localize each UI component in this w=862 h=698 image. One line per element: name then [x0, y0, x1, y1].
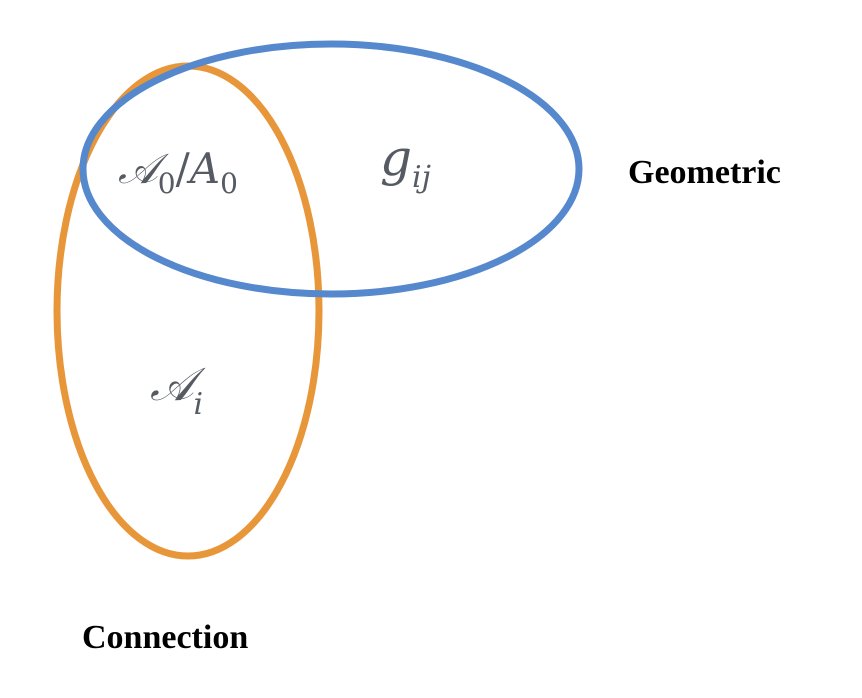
metric-g-subscript: ij	[412, 160, 431, 195]
connection-set-label: Connection	[82, 619, 248, 656]
geometric-set-label: Geometric	[628, 154, 781, 191]
intersection-label: 𝒜0/A0	[118, 144, 238, 200]
connection-region-label: 𝒜i	[150, 357, 206, 422]
intersection-plain-a-subscript: 0	[220, 167, 238, 200]
intersection-plain-a: A	[186, 144, 220, 193]
connection-set-ellipse	[53, 62, 323, 560]
intersection-script-a-subscript: 0	[158, 167, 176, 200]
connection-script-a-subscript: i	[194, 387, 204, 422]
geometric-set-ellipse	[79, 40, 583, 298]
metric-g: g	[380, 129, 412, 187]
intersection-slash: /	[176, 144, 191, 193]
geometric-region-label: gij	[380, 129, 431, 195]
